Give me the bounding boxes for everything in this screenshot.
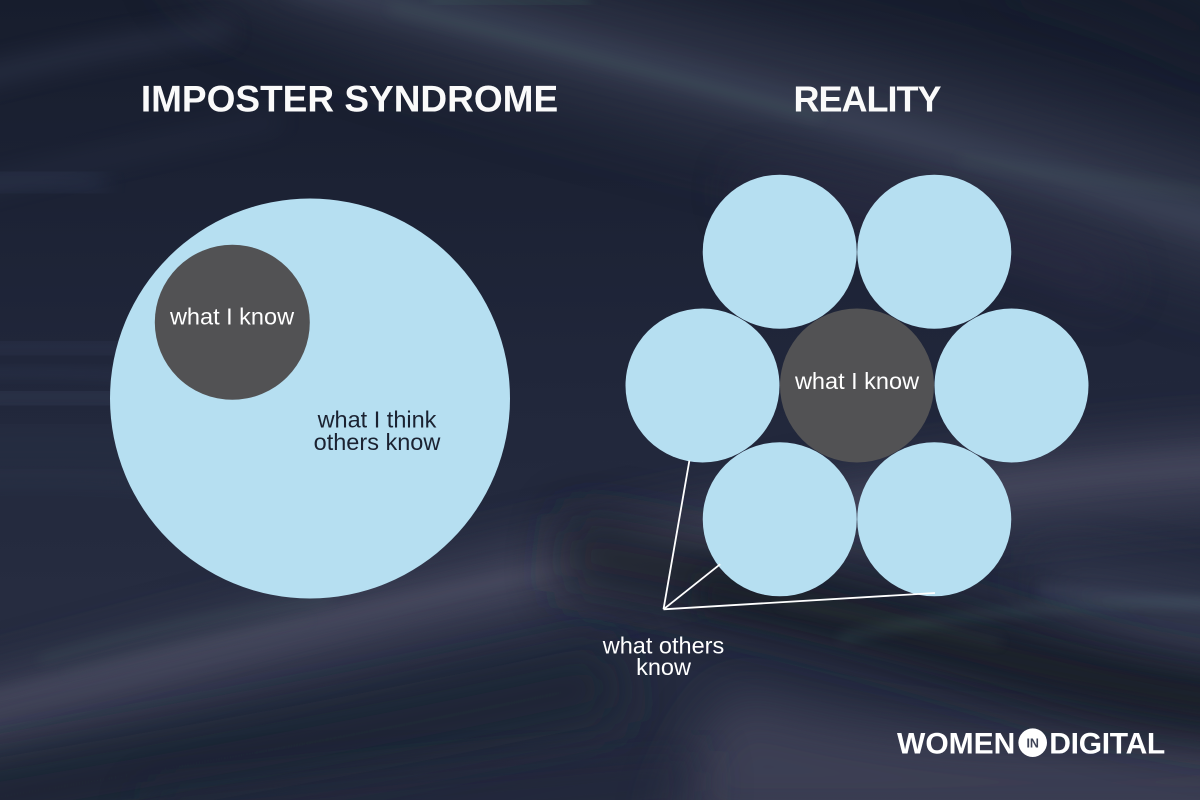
svg-text:what I think: what I think [317, 406, 437, 432]
svg-text:what others: what others [602, 632, 724, 658]
svg-text:IN: IN [1026, 736, 1039, 750]
svg-text:DIGITAL: DIGITAL [1049, 727, 1165, 760]
svg-text:what I know: what I know [794, 368, 920, 394]
svg-text:WOMEN: WOMEN [897, 727, 1015, 760]
svg-text:REALITY: REALITY [793, 79, 941, 120]
svg-text:IMPOSTER SYNDROME: IMPOSTER SYNDROME [141, 79, 558, 120]
svg-text:what I know: what I know [169, 304, 295, 330]
svg-text:know: know [636, 654, 692, 680]
svg-text:others know: others know [314, 429, 442, 455]
